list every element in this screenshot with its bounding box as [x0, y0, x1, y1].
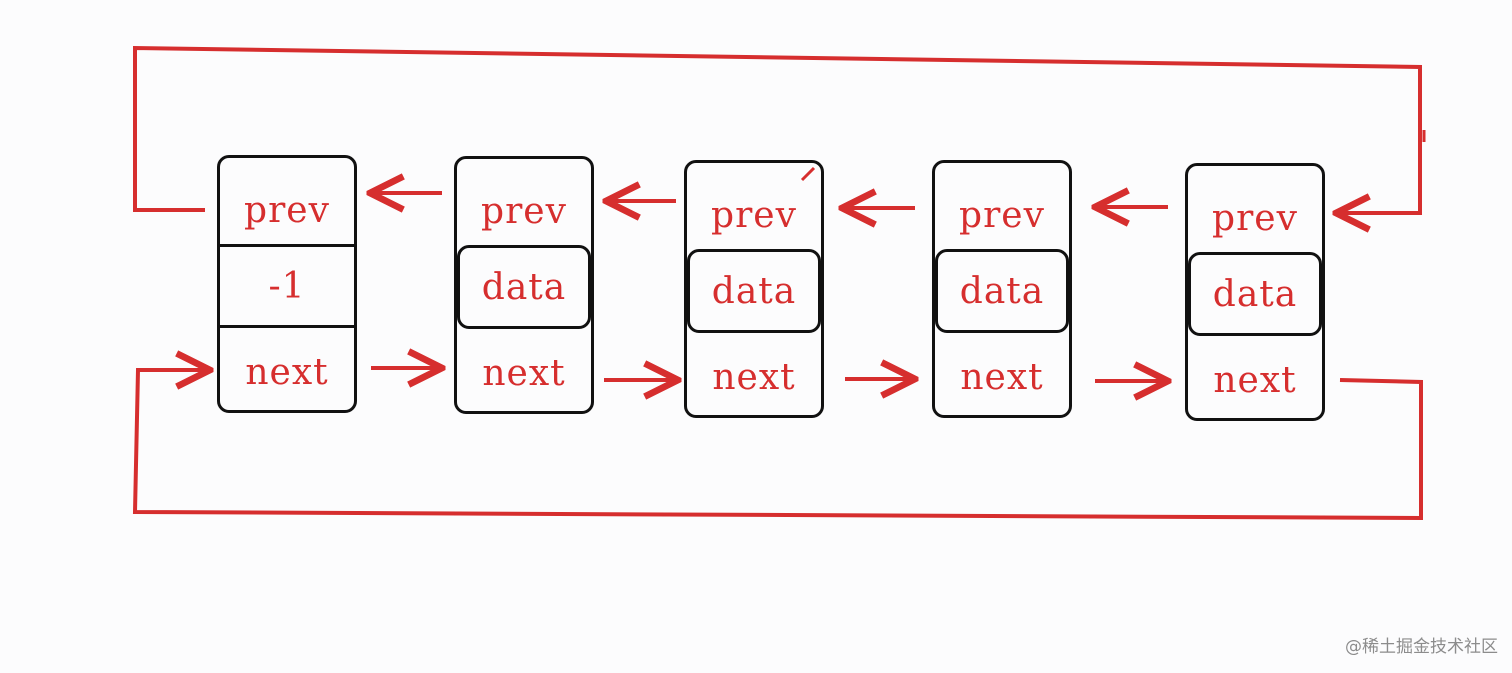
prev-field: prev [1212, 197, 1298, 239]
next-wrap-line [132, 370, 1423, 521]
prev-field: prev [244, 189, 330, 231]
prev-field: prev [481, 190, 567, 232]
prev-wrap-line [133, 45, 1422, 213]
watermark: @稀土掘金技术社区 [1345, 637, 1498, 657]
data-field: data [1188, 252, 1322, 336]
list-node-head: prev -1 next [217, 155, 357, 413]
prev-field: prev [711, 194, 797, 236]
list-node: prev data next [454, 156, 594, 414]
data-field: -1 [220, 244, 354, 328]
next-field: next [245, 351, 329, 393]
next-field: next [960, 356, 1044, 398]
prev-field: prev [959, 194, 1045, 236]
list-node: prev data next [932, 160, 1072, 418]
data-field: data [457, 245, 591, 329]
next-field: next [712, 356, 796, 398]
next-field: next [1213, 359, 1297, 401]
data-field: data [935, 249, 1069, 333]
list-node-tail: prev data next [1185, 163, 1325, 421]
next-field: next [482, 352, 566, 394]
data-field: data [687, 249, 821, 333]
list-node: prev data next [684, 160, 824, 418]
